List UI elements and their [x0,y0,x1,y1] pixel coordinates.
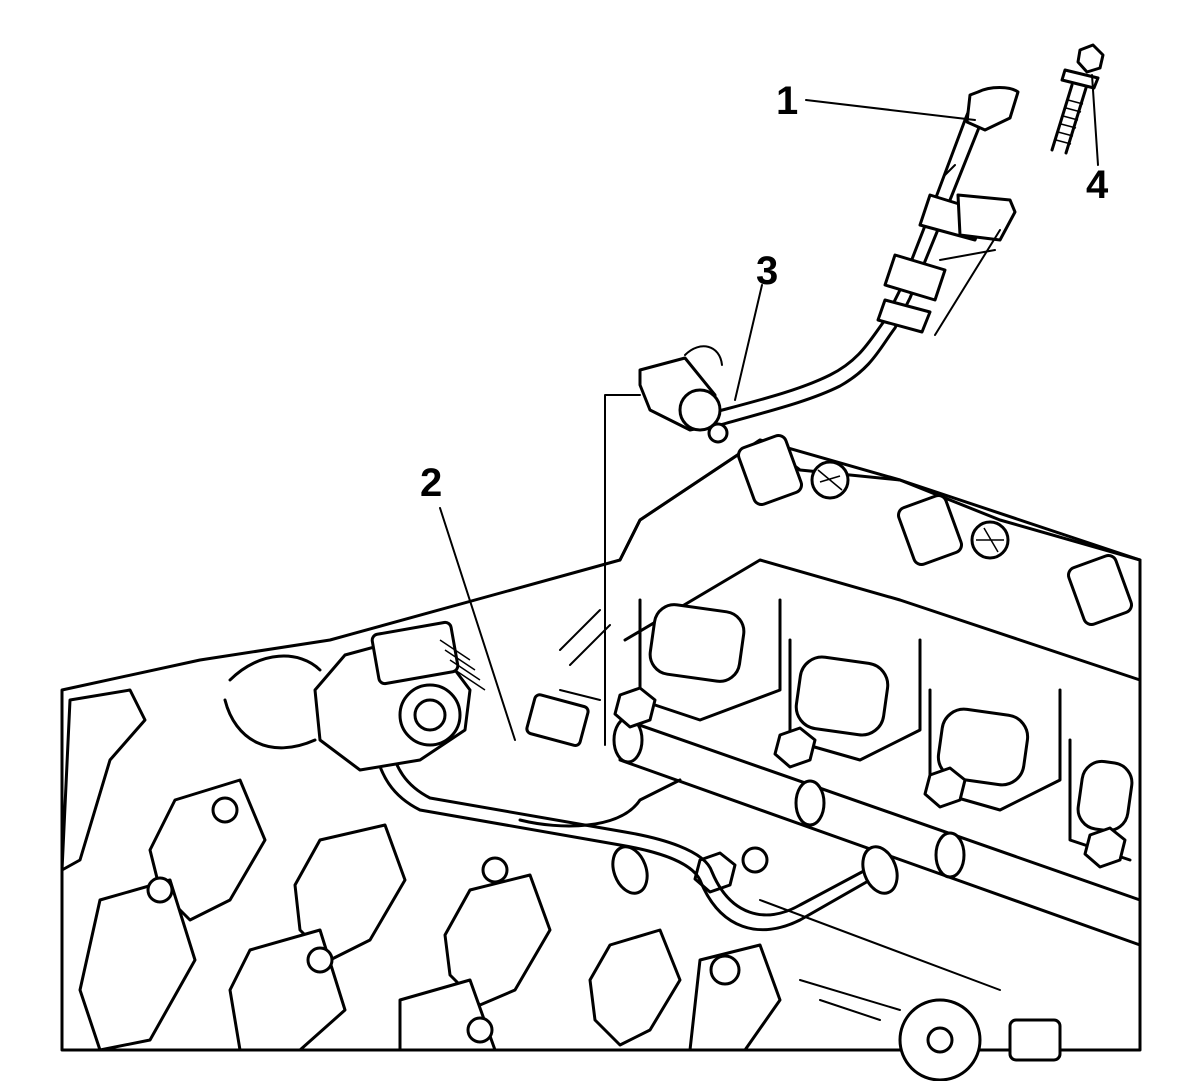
rail-bolts [613,686,1127,894]
fuel-pump [223,620,486,772]
engine-assembly [60,434,1142,1081]
leader-line-3 [734,284,763,401]
leader-line-1 [805,99,976,121]
callout-1: 1 [776,79,798,123]
leader-line-2 [439,507,516,741]
callout-4: 4 [1086,163,1109,207]
misc-components [525,609,1062,1081]
leader-lines [439,74,1099,746]
fuel-pipes [368,733,899,932]
bolt [1050,43,1105,155]
callout-3: 3 [756,249,778,293]
left-coils [60,688,782,1052]
leader-line-4 [1091,74,1099,166]
intake-manifold [618,434,1142,862]
callout-2: 2 [420,461,442,505]
fuel-pressure-sensor-pipe [638,86,1020,444]
leader-line-sensor [604,394,641,746]
